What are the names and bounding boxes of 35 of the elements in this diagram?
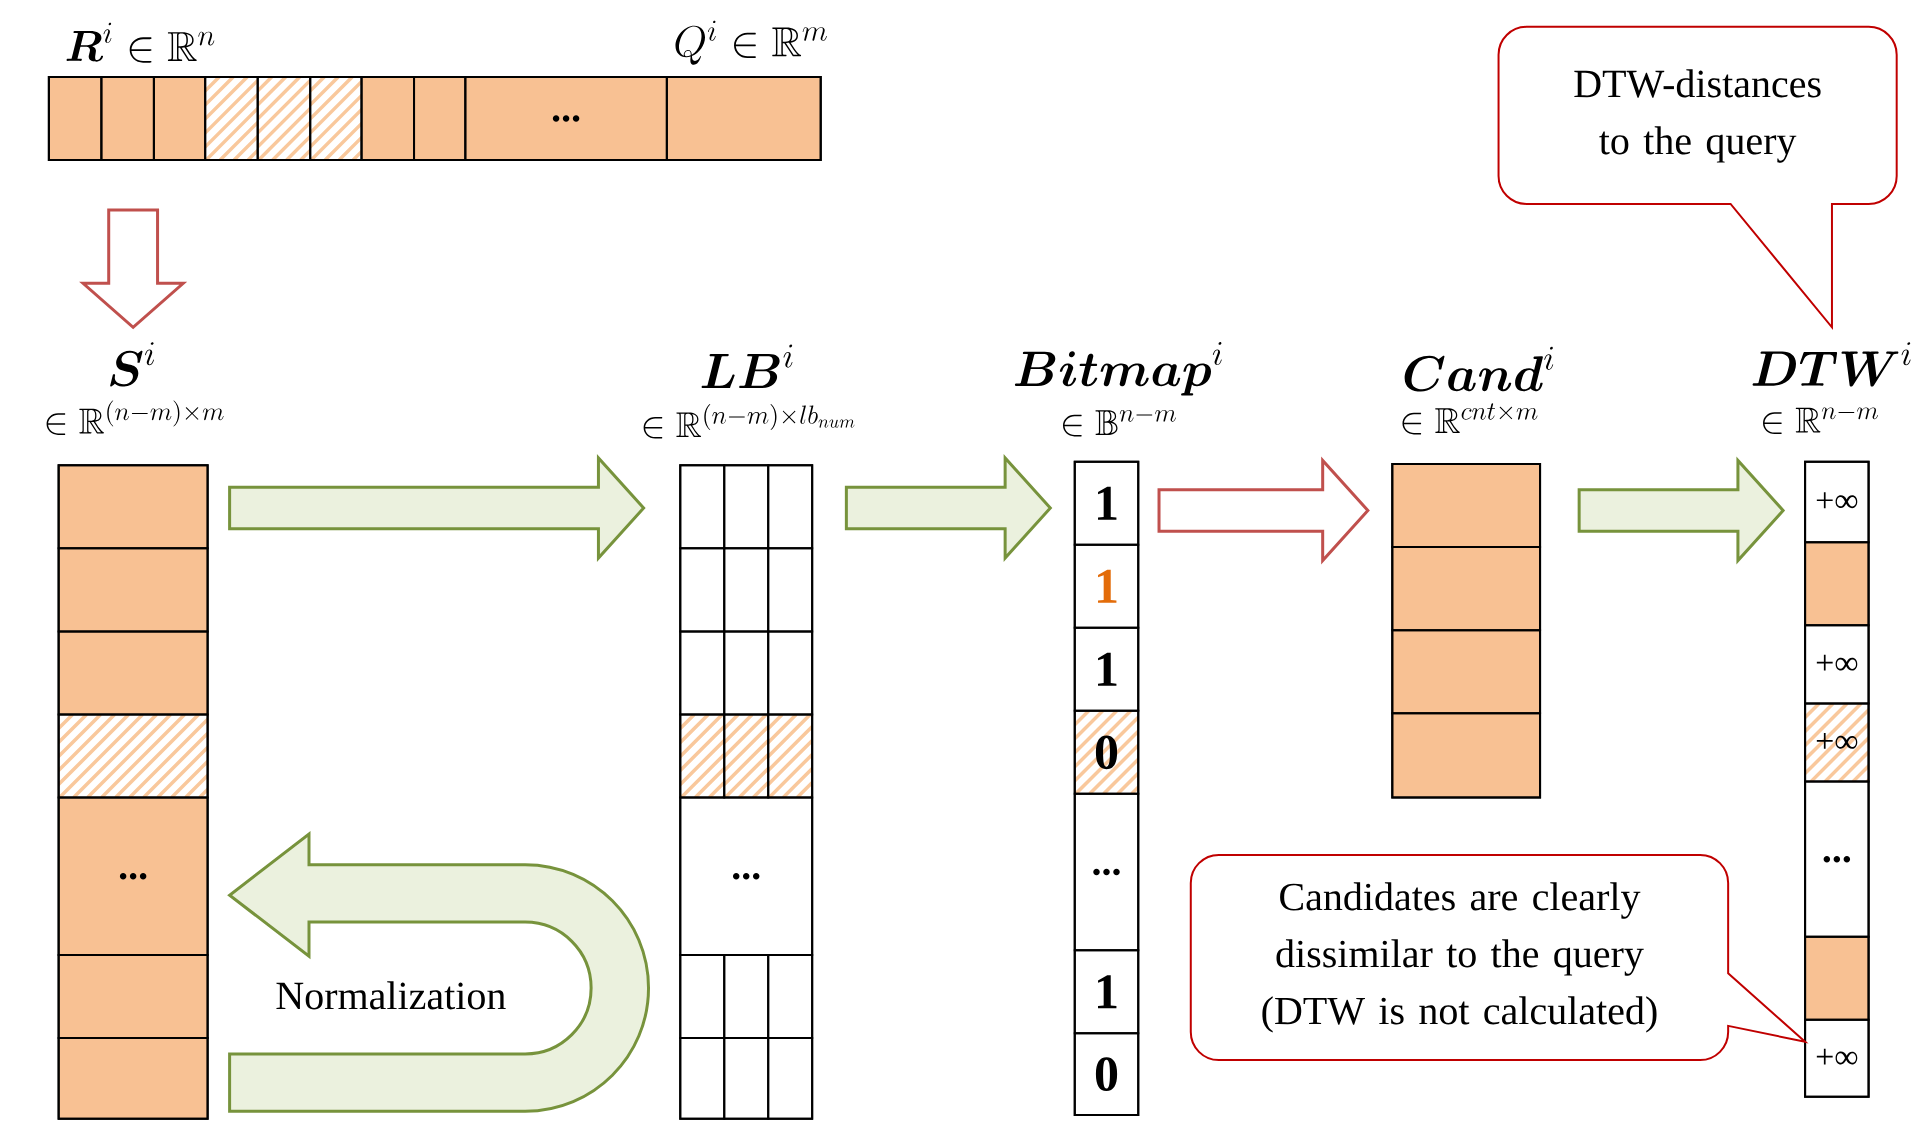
matrix-label: $Q^{i} \in \mathbb{R}^{m}$	[675, 20, 827, 65]
matrix-cell: +∞	[1816, 654, 1858, 671]
matrix-cell: +∞	[1816, 1048, 1858, 1065]
set-label: $\in \mathbb{R}^{(n-m)\times lb_{num}}$	[643, 404, 855, 439]
callout-bubble: Candidates are clearly dissimilar to the query (DTW is not calculated)	[1189, 853, 1807, 1062]
matrix-label: $\boldsymbol{Bitmap}^{i}$	[1014, 342, 1222, 396]
block-arrow	[228, 454, 646, 562]
matrix-cell: ...	[733, 873, 760, 880]
set-label: $\in \mathbb{R}^{(n-m)\times m}$	[46, 400, 224, 435]
matrix-label: $\boldsymbol{R}^{i} \in \mathbb{R}^{n}$	[66, 22, 215, 63]
matrix-cell: 1	[1098, 652, 1117, 686]
matrix-cell: 1	[1098, 569, 1117, 603]
block-arrow	[79, 208, 188, 330]
matrix-cell: ...	[1093, 868, 1120, 876]
matrix-cell: 1	[1098, 486, 1117, 520]
set-label: $\in \mathbb{R}^{cnt\times m}$	[1402, 403, 1538, 435]
u-turn-arrow	[228, 832, 650, 1113]
matrix-label: $\boldsymbol{Cand}^{i}$	[1404, 346, 1554, 392]
hatched-cell: +∞	[1805, 703, 1869, 782]
block-arrow	[844, 454, 1053, 562]
set-label: $\in \mathbb{R}^{n-m}$	[1763, 407, 1878, 434]
hatched-cell: 0	[1074, 710, 1139, 794]
block-arrow	[1577, 456, 1786, 565]
matrix-label: $\boldsymbol{S}^{i}$	[110, 342, 154, 387]
matrix-label: $\boldsymbol{DTW}^{i}$	[1752, 342, 1911, 387]
matrix-cell: 0	[1095, 1057, 1118, 1091]
set-label: $\in \mathbb{B}^{n-m}$	[1063, 409, 1176, 437]
block-arrow	[1157, 456, 1370, 565]
matrix-cell: ...	[58, 797, 208, 956]
matrix-cell: ...	[1823, 855, 1851, 863]
matrix-label: $\boldsymbol{LB}^{i}$	[701, 344, 793, 389]
callout-bubble: DTW-distances to the query	[1497, 25, 1898, 329]
matrix-cell: 1	[1098, 975, 1117, 1009]
matrix-cell: +∞	[1816, 492, 1858, 509]
edge-label: Normalization	[273, 979, 509, 1012]
